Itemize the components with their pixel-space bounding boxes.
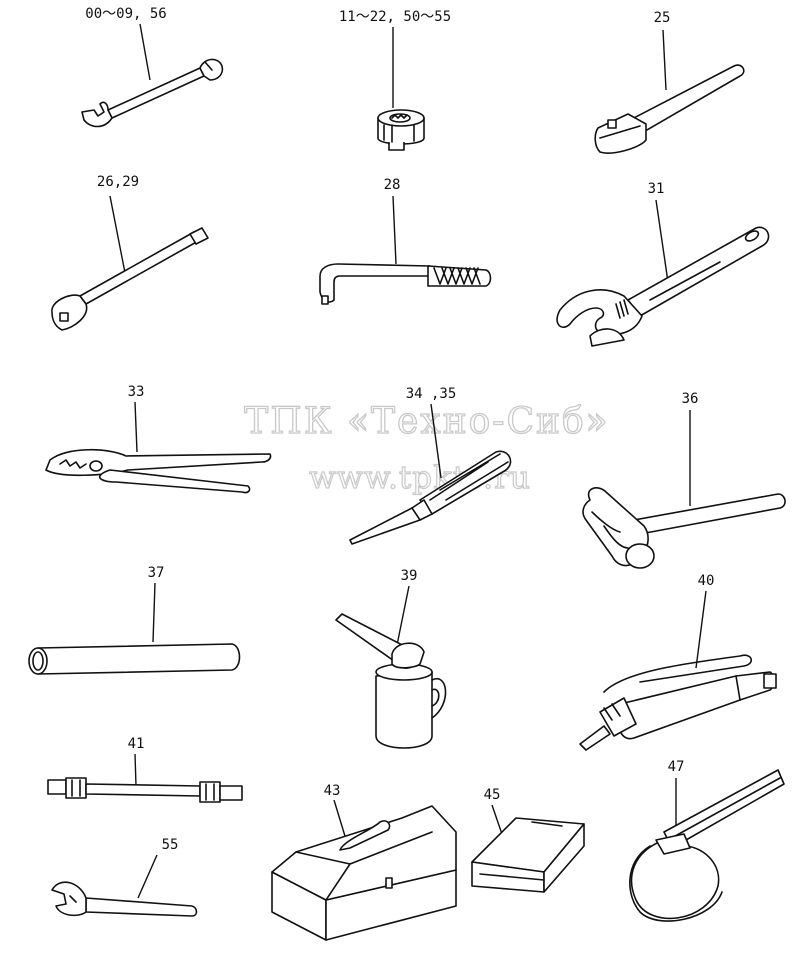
callout-00-09-56: 00～09, 56 xyxy=(85,6,166,22)
oil-can-icon xyxy=(335,585,447,749)
socket-extension-icon xyxy=(51,195,209,331)
callout-26-29: 26,29 xyxy=(97,174,139,190)
callout-11-22-50-55: 11～22, 50～55 xyxy=(339,9,451,25)
callout-41: 41 xyxy=(128,736,145,752)
callout-36: 36 xyxy=(682,391,699,407)
callout-40: 40 xyxy=(698,573,715,589)
callout-47: 47 xyxy=(668,759,685,775)
callout-39: 39 xyxy=(401,568,418,584)
callout-33: 33 xyxy=(128,384,145,400)
callout-31: 31 xyxy=(648,181,665,197)
callout-43: 43 xyxy=(324,783,341,799)
callout-37: 37 xyxy=(148,565,165,581)
screwdriver-icon xyxy=(349,403,512,545)
adjustable-wrench-icon xyxy=(556,199,770,347)
filter-strap-wrench-icon xyxy=(629,769,785,922)
l-hex-key-icon xyxy=(319,195,492,305)
watermark: ТПК «Техно-Сиб» www.tpkts.ru xyxy=(244,400,609,496)
grease-gun-icon xyxy=(579,590,777,751)
slip-joint-pliers-icon xyxy=(45,401,272,494)
socket-icon xyxy=(377,27,425,151)
callout-45: 45 xyxy=(484,787,501,803)
tube-bar-icon xyxy=(28,582,241,675)
tool-box-icon xyxy=(271,799,457,941)
callout-25: 25 xyxy=(654,10,671,26)
open-end-wrench-icon xyxy=(81,23,224,128)
callout-34-35: 34 ,35 xyxy=(406,386,457,402)
ratchet-handle-icon xyxy=(594,29,745,154)
open-end-wrench-small-icon xyxy=(51,854,198,917)
watermark-company: ТПК «Техно-Сиб» xyxy=(244,401,609,442)
hammer-icon xyxy=(582,410,786,569)
callout-labels: 00～09, 56 11～22, 50～55 25 26,29 28 31 33… xyxy=(85,6,714,853)
callout-55: 55 xyxy=(162,837,179,853)
block-icon xyxy=(471,804,585,893)
extension-rod-icon xyxy=(47,753,243,803)
callout-28: 28 xyxy=(384,177,401,193)
